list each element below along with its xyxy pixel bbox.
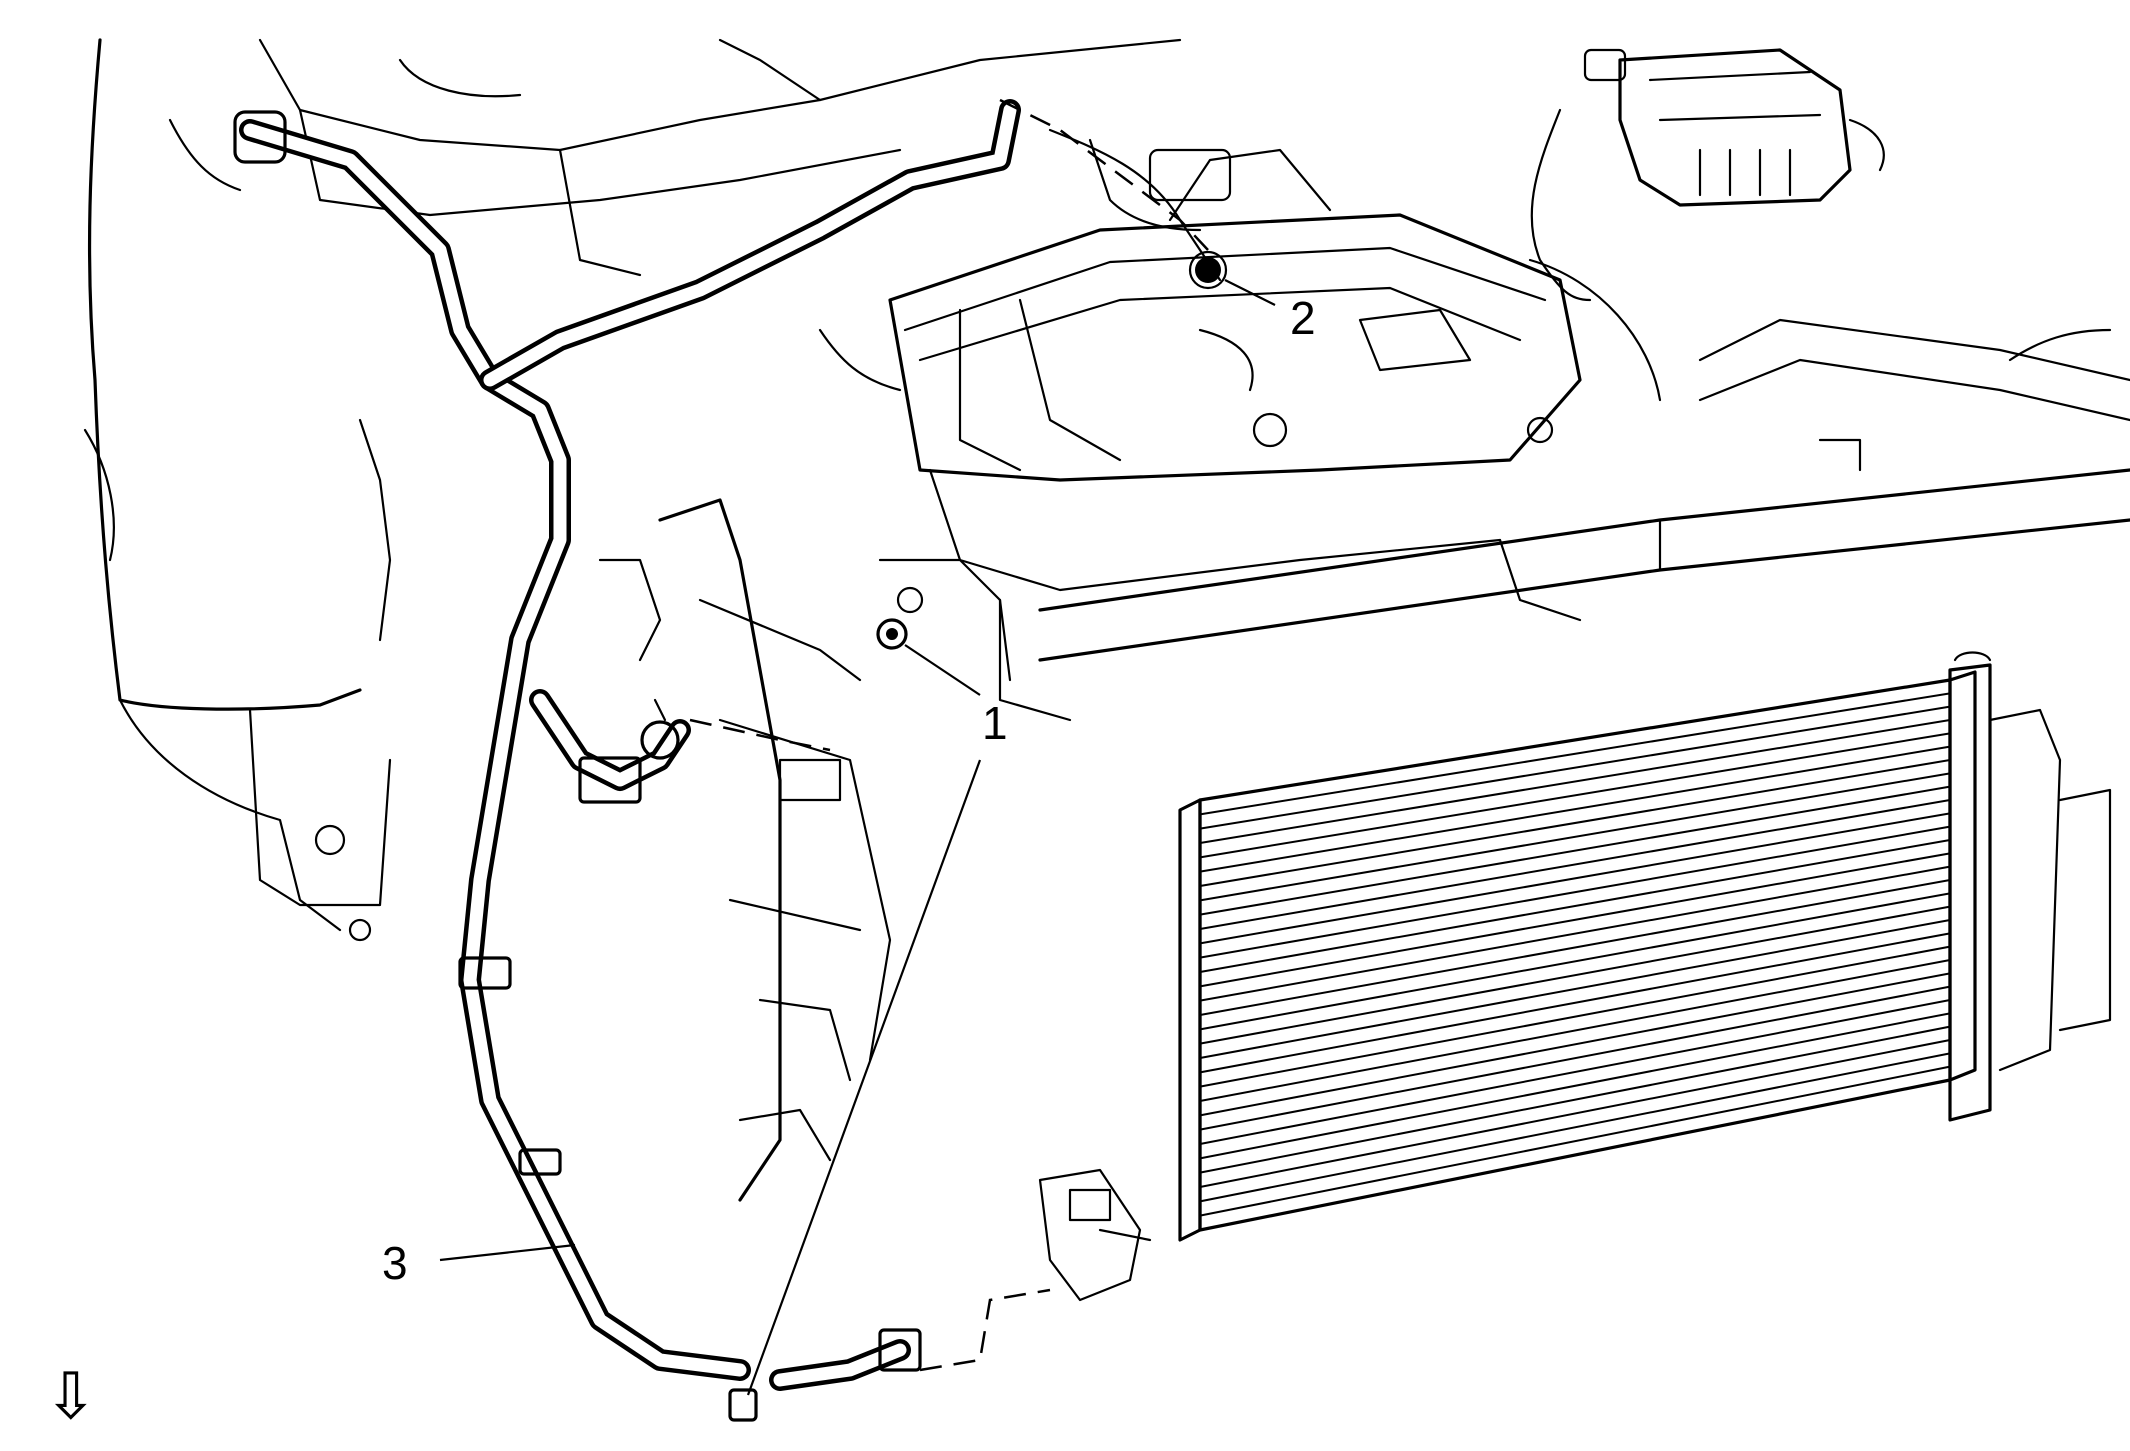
condenser-fin	[1199, 692, 1951, 816]
condenser-fin	[1199, 785, 1951, 916]
mounting-nuts	[876, 250, 1228, 650]
condenser-fin	[1199, 1065, 1951, 1217]
condenser-fin	[1199, 919, 1951, 1059]
condenser-fin	[1199, 732, 1951, 859]
condenser-fin	[1199, 839, 1951, 973]
condenser-fin	[1199, 905, 1951, 1045]
callout-1: 1	[982, 697, 1008, 749]
condenser-fin	[1199, 772, 1951, 902]
condenser-fin	[1199, 959, 1951, 1102]
inner-bracket	[598, 498, 1012, 1202]
condenser-fin	[1199, 745, 1951, 873]
hose-fittings	[233, 110, 922, 1422]
receiver-drier	[1948, 651, 2112, 1122]
condenser-fin	[1199, 1025, 1951, 1174]
engine-assembly	[818, 148, 1662, 722]
condenser-fin	[1199, 945, 1951, 1088]
condenser-fin	[1199, 852, 1951, 988]
condenser-fin	[1199, 825, 1951, 959]
condenser-fin	[1199, 865, 1951, 1002]
condenser-fin	[1199, 892, 1951, 1031]
condenser-fin	[1199, 1052, 1951, 1203]
condenser-fin	[1199, 879, 1951, 1016]
condenser-fin	[1199, 799, 1951, 930]
condenser-fin	[1199, 719, 1951, 844]
condenser-fin	[1199, 759, 1951, 887]
condenser-fin	[1199, 932, 1951, 1074]
condenser-fin	[1199, 985, 1951, 1131]
callout-2: 2	[1290, 292, 1316, 344]
callout-3: 3	[382, 1237, 408, 1289]
coolant-reservoir	[1530, 48, 1885, 302]
callout-leaders	[439, 279, 1276, 1396]
fender-panel	[83, 38, 392, 942]
condenser-fin	[1199, 1039, 1951, 1188]
condenser-fin	[1199, 812, 1951, 945]
condenser-fin	[1199, 999, 1951, 1145]
ac-refrigerant-lines	[239, 99, 1021, 1391]
condenser-fin	[1199, 1012, 1951, 1160]
nut-item-2	[1195, 257, 1221, 283]
condenser-lower-mount	[1038, 1168, 1152, 1302]
condenser-fin	[1199, 705, 1951, 830]
arrow-down-icon: ⇩	[44, 1360, 98, 1434]
condenser-fins	[1199, 692, 1951, 1217]
condenser-fin	[1199, 972, 1951, 1117]
nut-item-1	[876, 618, 908, 650]
condenser	[1178, 670, 1977, 1242]
radiator-support	[1038, 318, 2130, 662]
assembly-dashed-lines	[689, 98, 1209, 1372]
cowl-structure	[258, 38, 1222, 282]
